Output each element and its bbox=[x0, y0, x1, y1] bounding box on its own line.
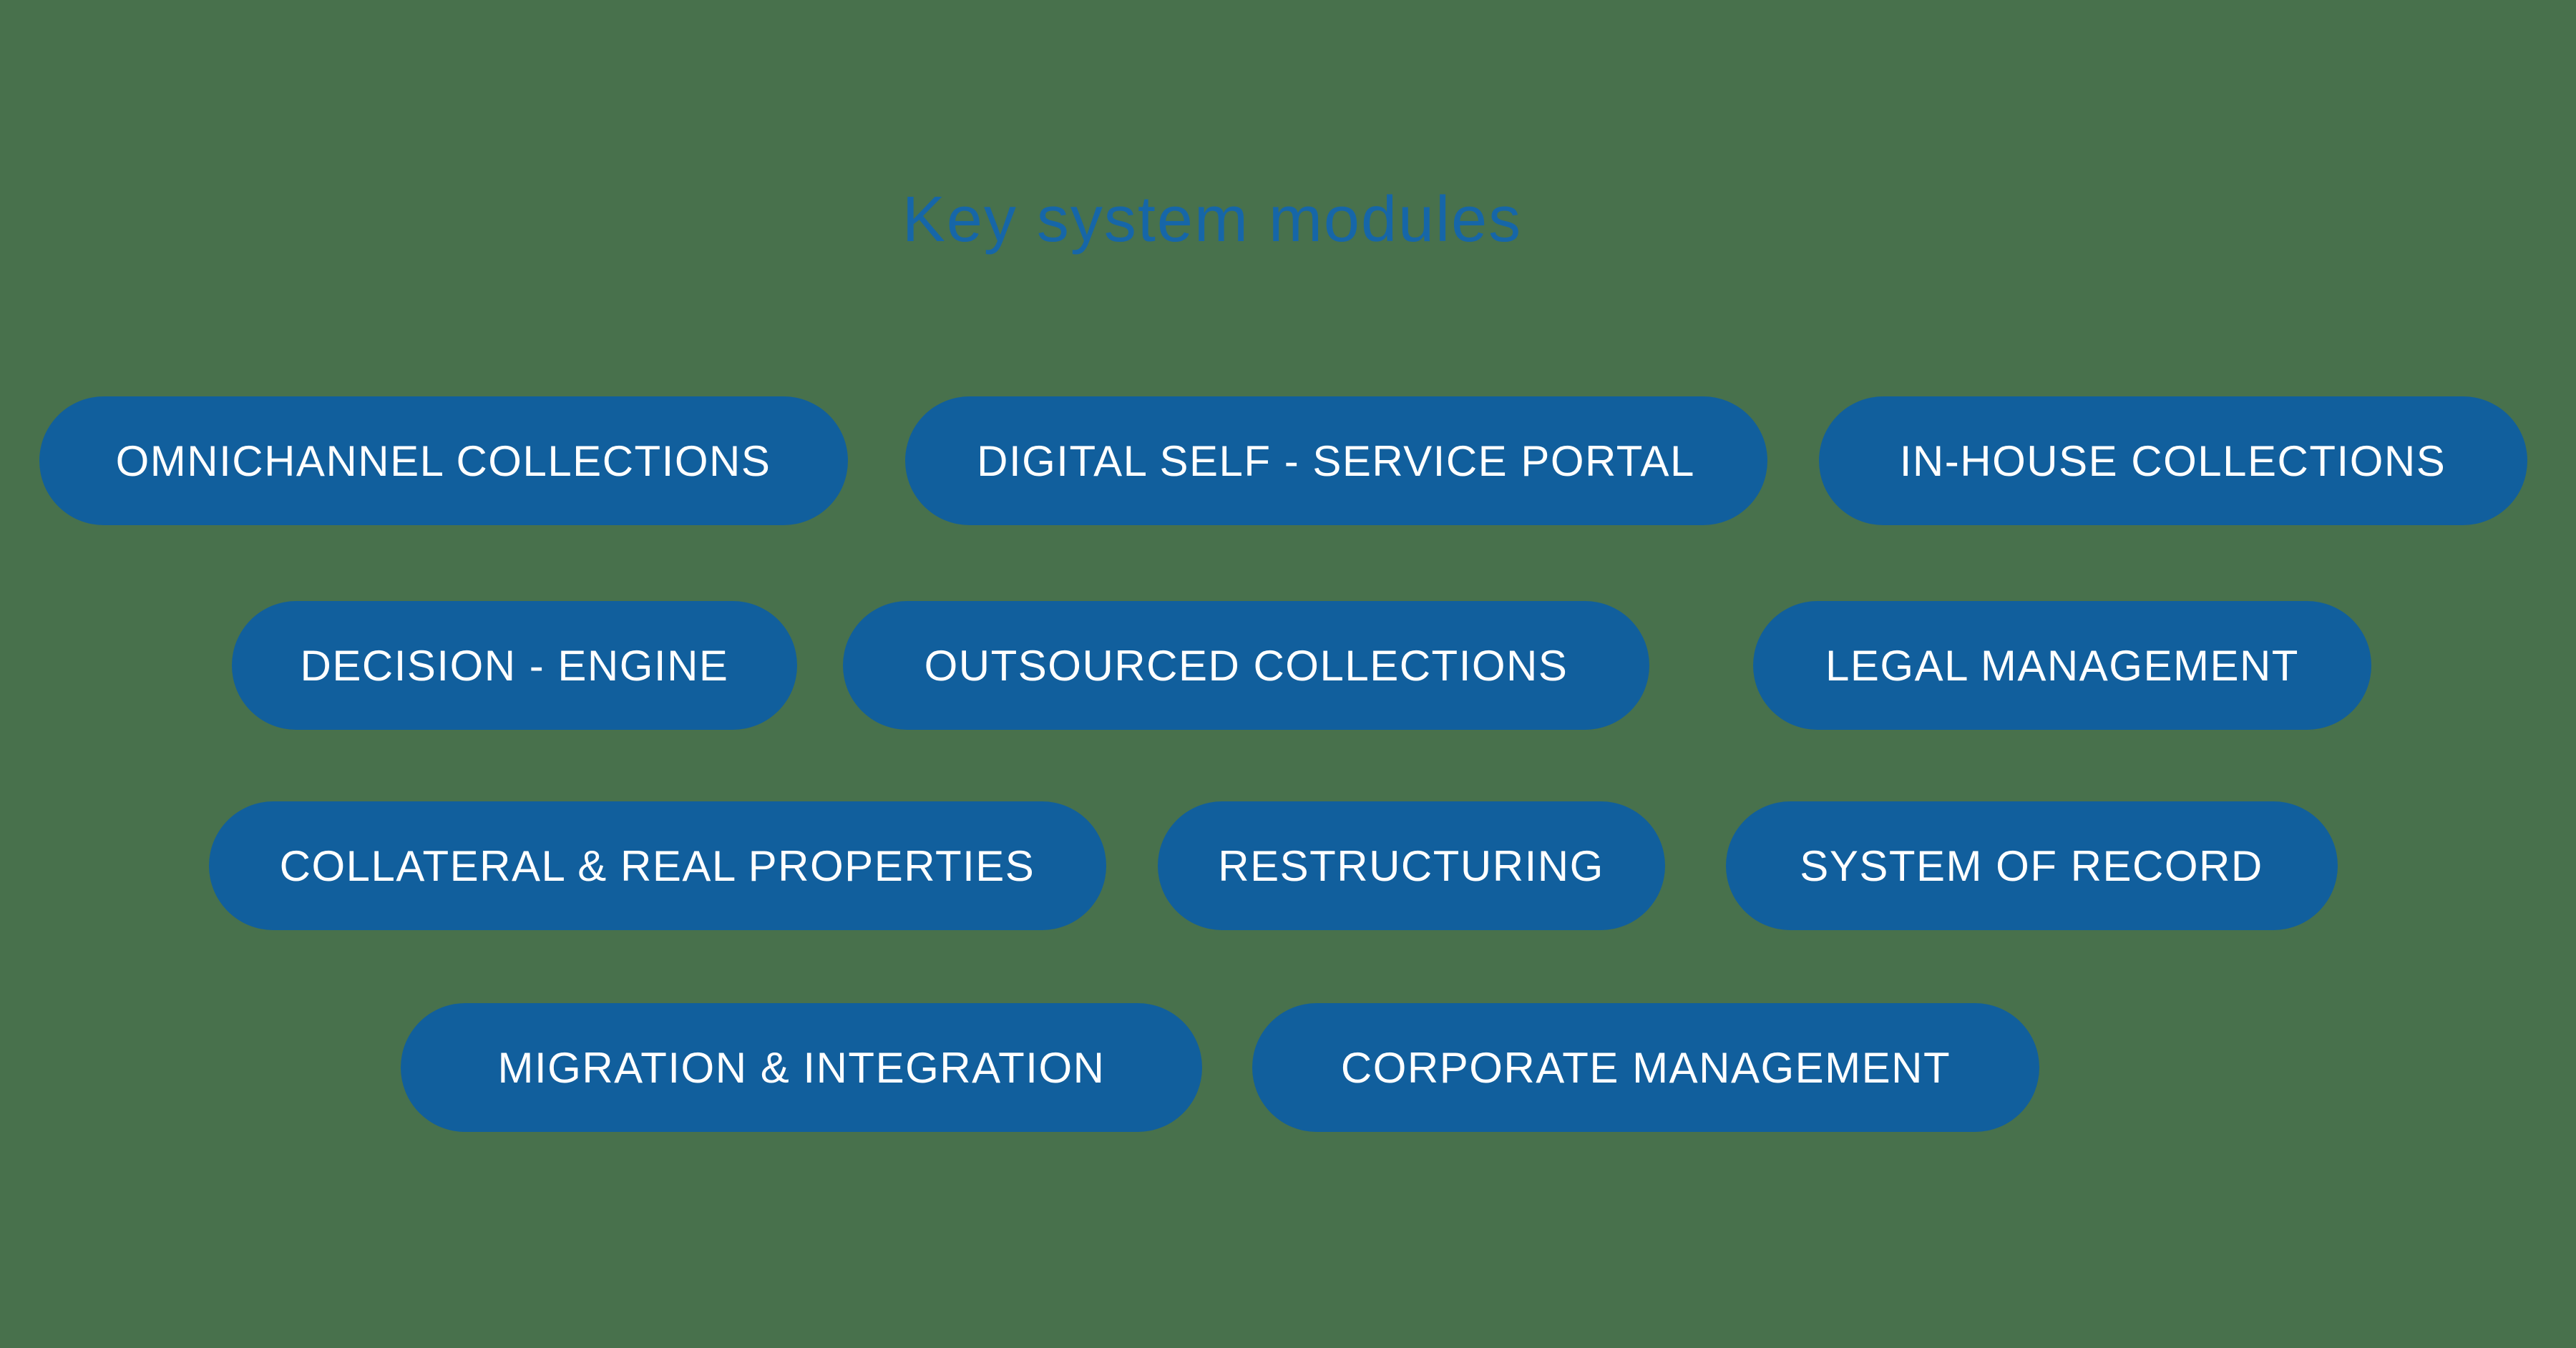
module-pill: RESTRUCTURING bbox=[1157, 801, 1665, 930]
module-pill-label: DIGITAL SELF - SERVICE PORTAL bbox=[977, 436, 1695, 485]
module-pill-label: OMNICHANNEL COLLECTIONS bbox=[115, 436, 771, 485]
module-pill-label: DECISION - ENGINE bbox=[300, 641, 729, 690]
module-pill: DIGITAL SELF - SERVICE PORTAL bbox=[904, 396, 1767, 525]
module-pill-label: LEGAL MANAGEMENT bbox=[1825, 641, 2299, 690]
module-pill: SYSTEM OF RECORD bbox=[1725, 801, 2338, 930]
module-pill-label: MIGRATION & INTEGRATION bbox=[497, 1043, 1106, 1092]
module-pill-row: COLLATERAL & REAL PROPERTIES RESTRUCTURIN… bbox=[0, 801, 2561, 930]
module-pill-label: COLLATERAL & REAL PROPERTIES bbox=[279, 841, 1035, 890]
module-pill-label: OUTSOURCED COLLECTIONS bbox=[924, 641, 1568, 690]
module-pill-label: RESTRUCTURING bbox=[1218, 841, 1604, 890]
page-title: Key system modules bbox=[902, 184, 1523, 255]
module-pill: IN-HOUSE COLLECTIONS bbox=[1818, 396, 2527, 525]
module-pill: MIGRATION & INTEGRATION bbox=[401, 1003, 1202, 1132]
module-pill: COLLATERAL & REAL PROPERTIES bbox=[208, 801, 1106, 930]
module-pill: LEGAL MANAGEMENT bbox=[1753, 601, 2371, 730]
module-pill-row: MIGRATION & INTEGRATION CORPORATE MANAGEM… bbox=[0, 1003, 2508, 1132]
module-pill: DECISION - ENGINE bbox=[232, 601, 797, 730]
module-pill: CORPORATE MANAGEMENT bbox=[1252, 1003, 2039, 1132]
module-pill-label: SYSTEM OF RECORD bbox=[1800, 841, 2263, 890]
module-pill-label: IN-HOUSE COLLECTIONS bbox=[1899, 436, 2446, 485]
module-pill: OUTSOURCED COLLECTIONS bbox=[843, 601, 1649, 730]
module-pill-row: DECISION - ENGINE OUTSOURCED COLLECTIONS L… bbox=[14, 601, 2576, 730]
module-pill-row: OMNICHANNEL COLLECTIONS DIGITAL SELF - SE… bbox=[0, 396, 2571, 525]
module-pill: OMNICHANNEL COLLECTIONS bbox=[39, 396, 848, 525]
module-pill-label: CORPORATE MANAGEMENT bbox=[1340, 1043, 1951, 1092]
